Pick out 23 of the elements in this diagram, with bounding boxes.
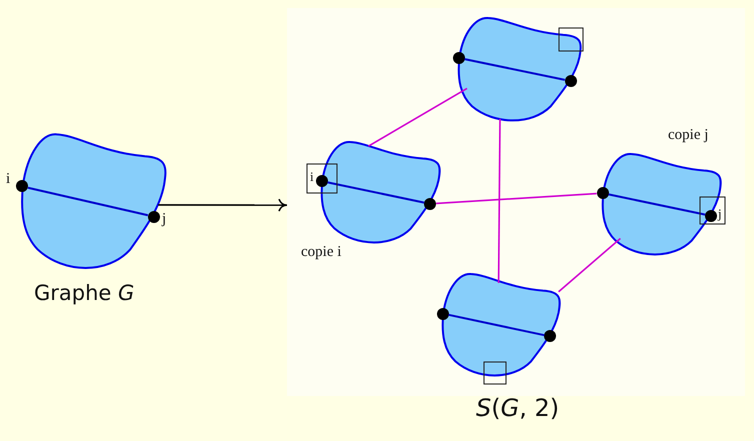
node-label: copie j — [668, 128, 708, 143]
vertex-label: i — [310, 170, 314, 183]
vertex-label: j — [718, 207, 722, 220]
panel-background — [287, 8, 745, 396]
edge-line — [28, 186, 148, 216]
vertex-dot — [436, 308, 449, 320]
vertex-label: i — [6, 172, 10, 187]
node-label: S(G, 2) — [476, 396, 560, 420]
edge-line — [448, 314, 545, 336]
node-label: copie i — [301, 245, 342, 260]
vertex-dot — [316, 175, 328, 188]
edge-line — [608, 193, 706, 216]
vertex-dot — [596, 187, 609, 200]
edge-line — [368, 88, 468, 147]
vertex-dot — [452, 52, 465, 64]
edge-line — [464, 58, 566, 81]
edge-line — [327, 181, 424, 204]
edge-line — [436, 192, 597, 204]
edge-line — [498, 118, 501, 283]
vertex-label: j — [162, 212, 166, 227]
edge-line — [558, 238, 621, 292]
vertex-dot — [16, 180, 28, 192]
node-label: Graphe G — [34, 283, 134, 304]
